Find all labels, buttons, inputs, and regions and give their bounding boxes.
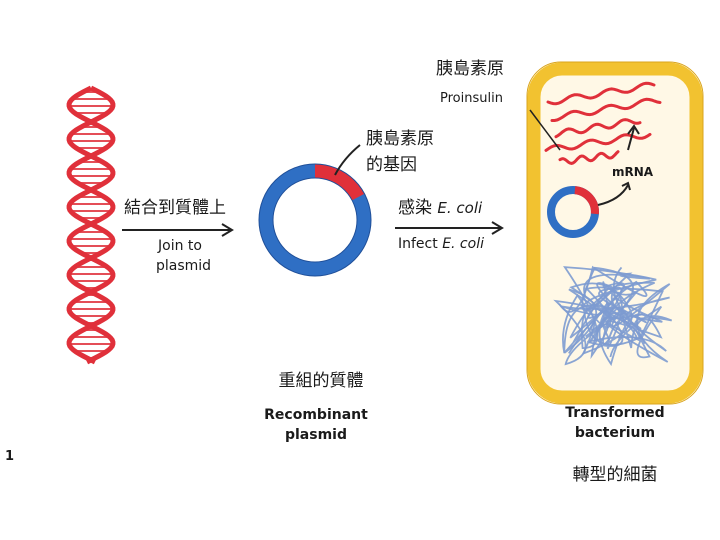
bacterial-chromosome-icon bbox=[553, 265, 673, 367]
recombinant-label-en-1: Recombinant bbox=[264, 407, 368, 423]
transformed-label-en-1: Transformed bbox=[565, 405, 665, 421]
join-label-en-1: Join to bbox=[158, 238, 202, 254]
proinsulin-strand bbox=[558, 150, 620, 165]
transformed-label-en-2: bacterium bbox=[574, 425, 656, 441]
proinsulin-pointer bbox=[529, 109, 561, 151]
infect-en-prefix: Infect bbox=[398, 236, 438, 252]
proinsulin-label-en: Proinsulin bbox=[440, 91, 503, 106]
recombinant-label-zh: 重組的質體 bbox=[278, 371, 364, 391]
proinsulin-label-zh: 胰島素原 bbox=[436, 59, 504, 79]
small-plasmid-gene-segment bbox=[574, 186, 599, 215]
mrna-label: mRNA bbox=[612, 165, 654, 179]
bacterial-plasmid-icon bbox=[547, 186, 599, 238]
infect-en-species: E. coli bbox=[442, 236, 484, 252]
proinsulin-strand bbox=[550, 97, 662, 122]
join-arrow bbox=[122, 223, 234, 237]
gene-label-zh-2: 的基因 bbox=[366, 155, 417, 175]
chromosome-loop bbox=[560, 266, 670, 355]
corner-mark: 1 bbox=[5, 449, 15, 464]
recombinant-label-en-2: plasmid bbox=[284, 427, 347, 443]
chromosome-loop bbox=[558, 265, 673, 367]
mrna-arrow bbox=[597, 124, 640, 206]
gene-pointer bbox=[334, 144, 361, 176]
transformed-label-zh: 轉型的細菌 bbox=[572, 465, 658, 485]
dna-strand-2 bbox=[66, 85, 116, 365]
infect-label-zh: 感染 E. coli bbox=[398, 198, 483, 219]
chromosome-loop bbox=[569, 266, 663, 360]
gene-label-zh-1: 胰島素原 bbox=[366, 129, 434, 149]
infect-zh-prefix: 感染 bbox=[398, 198, 432, 218]
dna-double-helix-icon bbox=[66, 85, 116, 365]
proinsulin-strand bbox=[546, 81, 656, 106]
join-label-zh: 結合到質體上 bbox=[124, 198, 226, 218]
infect-arrow bbox=[395, 221, 504, 235]
insulin-gene-segment bbox=[314, 163, 365, 201]
infect-zh-species: E. coli bbox=[437, 199, 483, 217]
recombinant-plasmid-icon bbox=[258, 163, 372, 277]
infect-label-en: Infect E. coli bbox=[398, 236, 484, 252]
proinsulin-strand bbox=[554, 118, 642, 139]
join-label-en-2: plasmid bbox=[156, 258, 212, 274]
